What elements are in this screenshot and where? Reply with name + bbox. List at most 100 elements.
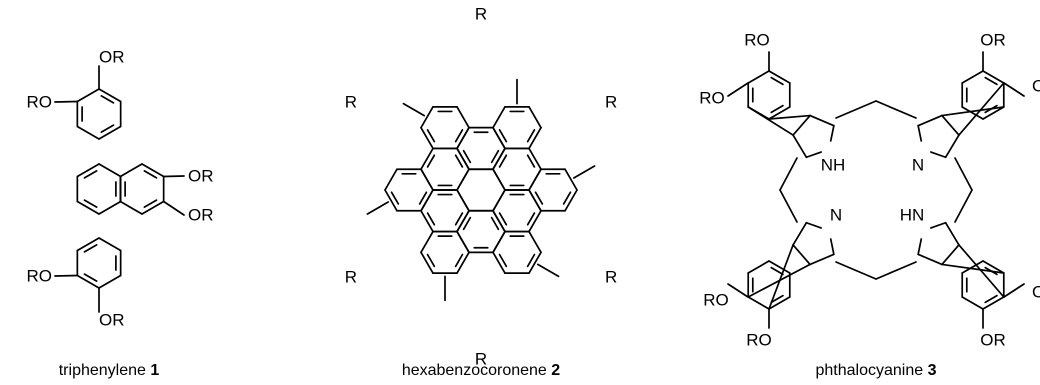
fused-bond [768,244,794,310]
substituent-label: OR [980,331,1006,350]
bond-line [727,283,749,298]
ring-bond [76,125,100,140]
ring-bond [492,106,506,129]
caption-triphenylene: triphenylene 1 [59,362,160,380]
ring-bond [384,189,398,212]
double-bond-line [462,149,472,164]
double-bond-line [390,191,400,205]
substituent-label: RO [744,31,770,50]
pyrrole-bond [792,134,808,159]
ring-bond [961,70,984,84]
double-bond-line [498,129,508,143]
ring-bond [564,168,578,191]
ring-bond [528,209,542,233]
substituent-label: OR [188,206,214,225]
double-bond-line [426,253,436,268]
bond-line [54,100,79,103]
meso-bond [779,157,798,191]
double-bond-line [83,199,98,208]
ring-bond [961,296,984,310]
phthalocyanine-structure: NHNNHNROROORORROROOROR [699,31,1040,350]
double-bond-line [418,191,428,205]
ring-bond [76,163,100,178]
substituent-label: OR [99,48,125,67]
caption-number: 3 [927,362,937,379]
bond-line [727,82,749,97]
double-bond-line [526,129,536,143]
pyrrole-bond [805,151,822,159]
double-bond-line [143,199,158,208]
pyrrole-bond [917,124,923,142]
pyrrole-bond [792,244,811,266]
caption-phthalocyanine: phthalocyanine 3 [816,362,937,380]
ring-bond [384,168,398,191]
substituent-label: R [605,268,617,287]
double-bond-line [100,95,115,104]
ring-bond [528,126,542,150]
double-bond-line [426,212,436,226]
fused-bond [747,106,794,136]
pyrrole-bond [930,151,947,159]
substituent-label: R [605,93,617,112]
ring-bond [982,106,1005,120]
ring-bond [492,251,506,274]
double-bond-line [526,212,536,226]
pyrrole-bond [809,253,835,266]
ring-bond [420,209,434,233]
double-bond-line [454,129,464,143]
fused-bond [941,106,1005,117]
substituent-label: RO [27,93,53,112]
double-bond-line [143,170,158,179]
ring-bond [76,200,100,215]
ring-bond [961,260,984,274]
pyrrole-bond [805,221,822,229]
ring-bond [528,106,542,129]
ring-bond [98,237,122,252]
ring-bond [492,209,506,233]
double-bond-line [526,253,536,268]
double-bond-line [498,154,508,168]
ring-bond [98,125,122,140]
double-bond-line [490,216,500,231]
double-bond-line [984,294,998,304]
ring-bond [420,106,434,129]
pyrrole-bond [792,114,811,136]
substituent-bond [402,102,426,117]
substituent-label: OR [99,311,125,330]
substituent-label: R [345,93,357,112]
caption-hexabenzocoronene: hexabenzocoronene 2 [402,362,560,380]
ring-bond [492,189,506,212]
ring-bond [420,251,434,274]
pyrrole-bond [944,221,960,246]
ring-bond [456,126,470,150]
pyrrole-bond [944,134,960,159]
ring-bond [420,126,434,150]
pyrrole-bond [809,114,835,127]
substituent-bond [572,165,596,179]
double-bond-line [770,76,784,86]
ring-bond [768,260,791,274]
substituent-label: RO [703,291,729,310]
pyrrole-bond [917,253,943,266]
double-bond-line [770,266,784,276]
caption-name: triphenylene [58,362,146,379]
nitrogen-label: N [912,156,924,175]
ring-bond [492,147,506,171]
caption-name: hexabenzocoronene [401,362,547,379]
meso-bond [875,100,917,119]
double-bond-line [454,253,464,268]
ring-bond [492,168,506,191]
substituent-label: OR [1032,77,1040,96]
double-bond-line [100,124,115,133]
double-bond-line [83,244,98,253]
ring-bond [747,296,770,310]
ring-bond [982,70,1005,84]
nitrogen-label: HN [900,206,925,225]
substituent-label: R [345,268,357,287]
nitrogen-label: NH [821,156,846,175]
double-bond-line [534,191,544,205]
meso-bond [954,157,973,191]
ring-bond [528,251,542,274]
substituent-bond [366,201,390,215]
ring-bond [768,106,791,120]
